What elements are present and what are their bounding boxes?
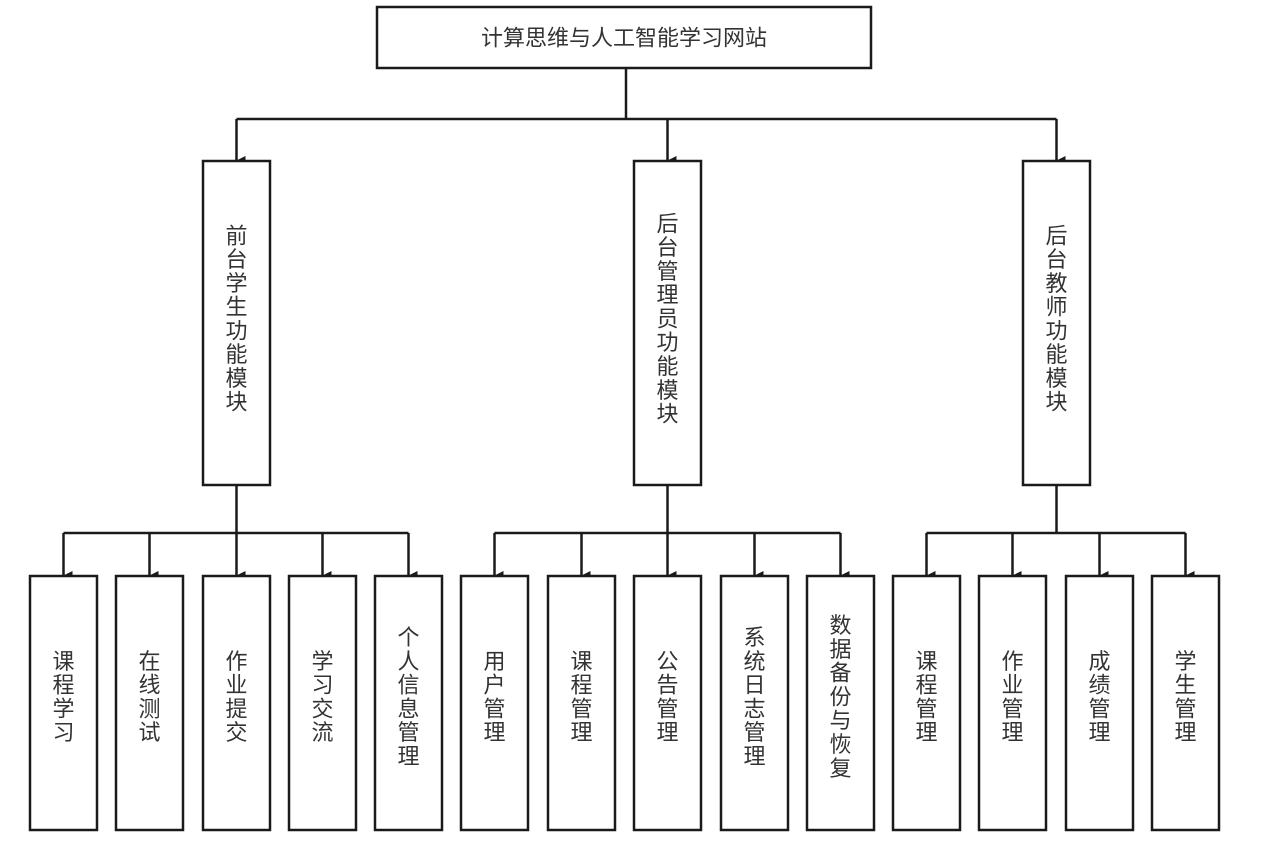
function-node: 课程管理 (891, 574, 962, 832)
node-label: 系统日志管理 (743, 626, 765, 770)
module-node-3-box (1021, 159, 1092, 487)
root-label: 计算思维与人工智能学习网站 (481, 27, 767, 52)
function-node: 学生管理 (1150, 574, 1221, 832)
function-node: 课程学习 (28, 574, 99, 832)
function-node-box (1064, 574, 1135, 832)
node-label: 课程管理 (570, 650, 592, 746)
function-node-box (114, 574, 185, 832)
function-node-box (28, 574, 99, 832)
function-node: 数据备份与恢复 (805, 574, 876, 832)
function-node: 在线测试 (114, 574, 185, 832)
function-node: 用户管理 (459, 574, 530, 832)
node-label: 用户管理 (483, 650, 505, 746)
function-node-box (546, 574, 617, 832)
node-label: 学习交流 (311, 650, 333, 746)
node-label: 课程管理 (915, 650, 937, 746)
node-label: 后台教师功能模块 (1045, 224, 1067, 415)
node-label: 学生管理 (1174, 650, 1196, 746)
function-node-box (459, 574, 530, 832)
root-node-box (375, 5, 873, 70)
function-node: 成绩管理 (1064, 574, 1135, 832)
function-node-box (201, 574, 272, 832)
function-node: 作业管理 (977, 574, 1048, 832)
root-node: 计算思维与人工智能学习网站 (375, 5, 873, 70)
function-node-box (373, 574, 444, 832)
module-node-2-box (632, 159, 703, 487)
node-label: 成绩管理 (1088, 650, 1110, 746)
module-node-2: 后台管理员功能模块 (632, 159, 703, 487)
function-node-box (287, 574, 358, 832)
function-node: 课程管理 (546, 574, 617, 832)
function-node-box (977, 574, 1048, 832)
node-label: 公告管理 (656, 650, 678, 746)
function-node: 公告管理 (632, 574, 703, 832)
node-label: 课程学习 (52, 650, 74, 746)
node-label: 作业提交 (225, 650, 247, 746)
function-node: 作业提交 (201, 574, 272, 832)
function-node: 个人信息管理 (373, 574, 444, 832)
function-node: 系统日志管理 (719, 574, 790, 832)
node-label: 个人信息管理 (397, 626, 419, 770)
function-node-box (891, 574, 962, 832)
node-label: 在线测试 (138, 650, 160, 746)
module-node-3: 后台教师功能模块 (1021, 159, 1092, 487)
function-node-box (632, 574, 703, 832)
function-node-box (805, 574, 876, 832)
node-label: 前台学生功能模块 (225, 224, 247, 415)
function-node-box (1150, 574, 1221, 832)
module-node-1: 前台学生功能模块 (201, 159, 272, 487)
function-node: 学习交流 (287, 574, 358, 832)
module-node-1-box (201, 159, 272, 487)
node-label: 数据备份与恢复 (829, 614, 851, 782)
connectors (62, 68, 1195, 581)
node-label: 后台管理员功能模块 (656, 212, 678, 427)
function-node-box (719, 574, 790, 832)
node-label: 作业管理 (1001, 650, 1023, 746)
